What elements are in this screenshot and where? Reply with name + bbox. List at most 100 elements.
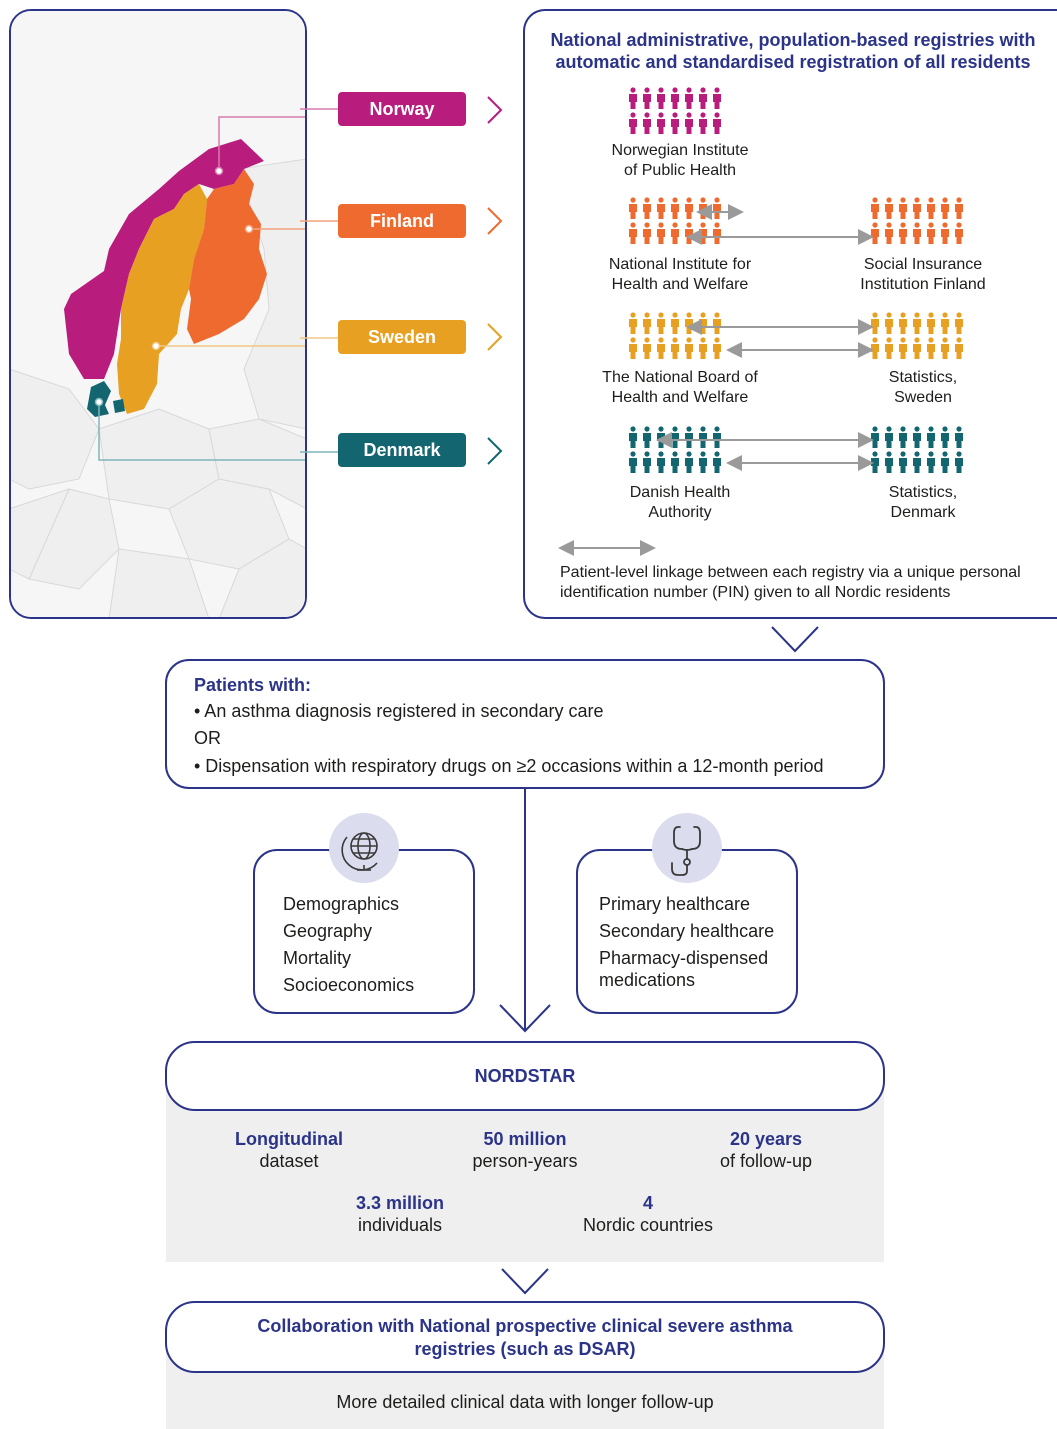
person-icon [629, 197, 637, 219]
person-icon [685, 112, 693, 134]
country-pill-sweden: Sweden [338, 320, 466, 354]
chevron-down-icon [501, 1268, 549, 1295]
geography-item: Geography [283, 921, 373, 941]
patients-heading: Patients with: [194, 675, 312, 695]
registry-label-sweden-right: Statistics, Sweden [888, 369, 958, 406]
people-icon-norway [629, 87, 721, 134]
people-icon-sweden-right [871, 312, 963, 359]
person-icon [927, 312, 935, 334]
person-icon [913, 222, 921, 244]
stat-label: individuals [357, 1215, 443, 1235]
sweden-shape [117, 184, 207, 414]
person-icon [685, 197, 693, 219]
person-icon [643, 312, 651, 334]
person-icon [657, 337, 665, 359]
person-icon [699, 451, 707, 473]
person-icon [927, 222, 935, 244]
map-panel [9, 9, 307, 619]
person-icon [713, 112, 721, 134]
person-icon [643, 87, 651, 109]
demographics-item: Demographics [283, 894, 400, 914]
person-icon [899, 337, 907, 359]
patients-criterion-2: • Dispensation with respiratory drugs on… [194, 756, 824, 776]
person-icon [913, 197, 921, 219]
nordstar-box [165, 1041, 885, 1111]
person-icon [657, 87, 665, 109]
person-icon [699, 337, 707, 359]
registry-label-norway: Norwegian Institute of Public Health [611, 142, 749, 179]
person-icon [671, 451, 679, 473]
person-icon [713, 451, 721, 473]
person-icon [941, 312, 949, 334]
person-icon [671, 87, 679, 109]
person-icon [885, 337, 893, 359]
person-icon [685, 87, 693, 109]
person-icon [913, 337, 921, 359]
nordic-map [11, 11, 305, 617]
person-icon [913, 312, 921, 334]
patients-criteria-box [165, 659, 885, 789]
person-icon [657, 112, 665, 134]
central-connector [499, 789, 551, 1033]
person-icon [899, 312, 907, 334]
person-icon [899, 426, 907, 448]
person-icon [671, 312, 679, 334]
chevron-down-icon [771, 626, 819, 653]
stat-value: 3.3 million [355, 1193, 445, 1213]
globe-icon [329, 813, 399, 883]
linkage-arrows [558, 204, 874, 556]
stat-longitudinal: Longitudinal dataset [189, 1128, 389, 1172]
stat-label: dataset [259, 1151, 319, 1171]
person-icon [629, 426, 637, 448]
stat-follow-up: 20 years of follow-up [666, 1128, 866, 1172]
person-icon [671, 197, 679, 219]
stat-value: 20 years [729, 1129, 803, 1149]
person-icon [955, 197, 963, 219]
person-icon [629, 112, 637, 134]
person-icon [899, 222, 907, 244]
person-icon [643, 197, 651, 219]
patients-or: OR [194, 728, 221, 748]
person-icon [885, 197, 893, 219]
person-icon [657, 451, 665, 473]
person-icon [685, 337, 693, 359]
person-icon [671, 222, 679, 244]
person-icon [643, 337, 651, 359]
person-icon [955, 451, 963, 473]
person-icon [885, 451, 893, 473]
linkage-note: Patient-level linkage between each regis… [560, 564, 1021, 601]
person-icon [941, 337, 949, 359]
registries-panel [523, 9, 1057, 619]
person-icon [629, 337, 637, 359]
mortality-item: Mortality [283, 948, 352, 968]
person-icon [657, 222, 665, 244]
person-icon [885, 426, 893, 448]
collaboration-note: More detailed clinical data with longer … [336, 1392, 714, 1412]
person-icon [657, 312, 665, 334]
person-icon [927, 337, 935, 359]
registry-label-denmark-left: Danish Health Authority [629, 484, 731, 521]
person-icon [941, 451, 949, 473]
people-icon-sweden-left [629, 312, 721, 359]
person-icon [955, 426, 963, 448]
stat-label: of follow-up [719, 1151, 813, 1171]
person-icon [629, 87, 637, 109]
stat-label: Nordic countries [582, 1215, 714, 1235]
person-icon [671, 337, 679, 359]
chevron-right-icon [487, 207, 503, 235]
person-icon [899, 451, 907, 473]
stethoscope-icon [652, 813, 722, 883]
pharmacy-item: Pharmacy-dispensed medications [599, 948, 769, 990]
nordstar-title: NORDSTAR [474, 1066, 576, 1086]
person-icon [643, 222, 651, 244]
person-icon [927, 451, 935, 473]
person-icon [713, 337, 721, 359]
person-icon [643, 451, 651, 473]
person-icon [913, 426, 921, 448]
country-pill-norway: Norway [338, 92, 466, 126]
person-icon [643, 112, 651, 134]
socioeconomics-item: Socioeconomics [283, 975, 415, 995]
country-pill-denmark: Denmark [338, 433, 466, 467]
person-icon [629, 451, 637, 473]
person-icon [713, 87, 721, 109]
